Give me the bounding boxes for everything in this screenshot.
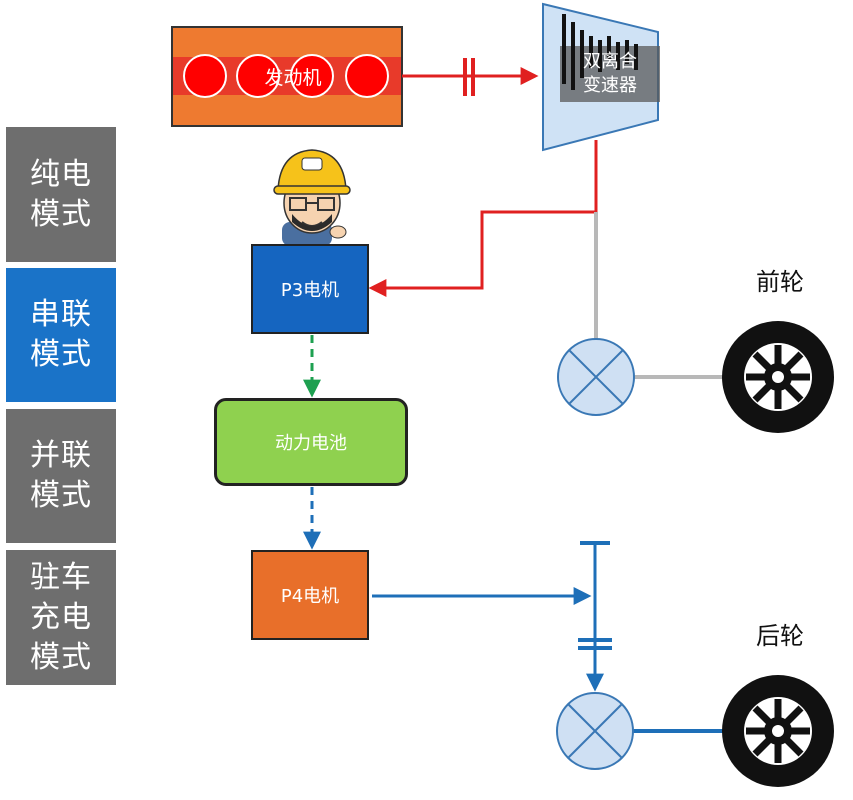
mode-tab-series[interactable]: 串联 模式: [6, 268, 116, 402]
generator-drive-path: [368, 140, 598, 297]
engineer-avatar-icon: [273, 149, 351, 246]
mode-tab-parallel[interactable]: 并联 模式: [6, 409, 116, 543]
cylinder-icon: [345, 54, 389, 98]
rear-wheel-label: 后轮: [756, 622, 804, 650]
wheel-icon: [722, 321, 834, 433]
clutch-icon: [578, 638, 612, 650]
differential-icon: [557, 338, 635, 416]
gearbox-label: 双离合 变速器: [583, 51, 637, 96]
cylinder-icon: [183, 54, 227, 98]
wheel-icon: [722, 675, 834, 787]
gearbox: [542, 2, 660, 152]
differential-icon: [556, 692, 634, 770]
front-wheel-label: 前轮: [756, 268, 804, 296]
p4-motor: P4电机: [251, 550, 369, 640]
p3-motor: P3电机: [251, 244, 369, 334]
cylinder-icon: [236, 54, 280, 98]
cylinder-icon: [290, 54, 334, 98]
battery-pack: 动力电池: [214, 398, 408, 486]
mode-tab-ev[interactable]: 纯电 模式: [6, 127, 116, 262]
clutch-icon: [463, 58, 475, 96]
engine-block: [171, 26, 403, 127]
engine-label: 发动机: [264, 66, 322, 89]
mode-tab-parking-charge[interactable]: 驻车 充电 模式: [6, 550, 116, 685]
